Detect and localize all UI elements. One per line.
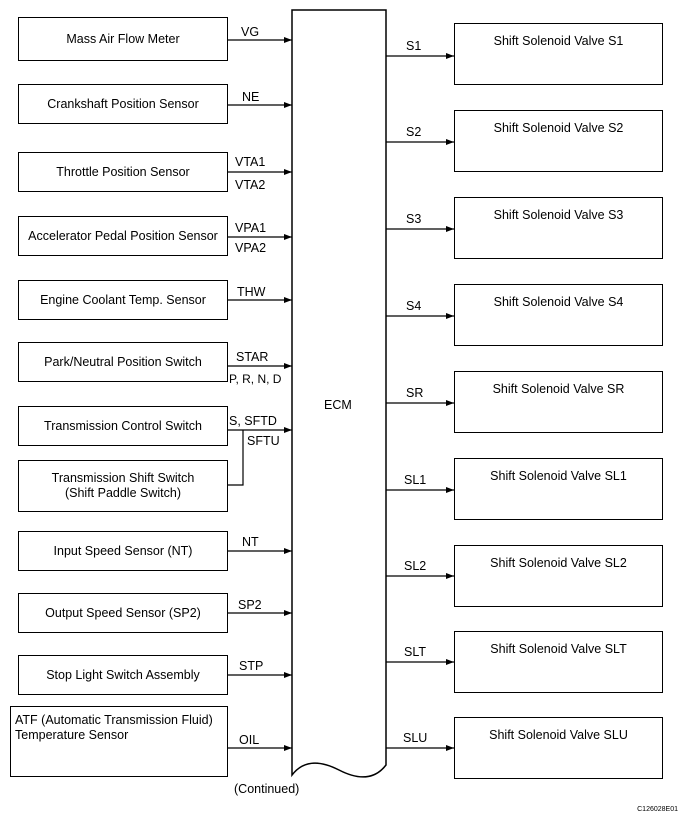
signal-label-nt: NT bbox=[242, 535, 259, 549]
signal-label-sr: SR bbox=[406, 386, 424, 400]
output-box-shift-solenoid-sr: Shift Solenoid Valve SR bbox=[454, 371, 663, 433]
input-box-mass-air-flow-meter: Mass Air Flow Meter bbox=[18, 17, 228, 61]
input-box-throttle-position-sensor: Throttle Position Sensor bbox=[18, 152, 228, 192]
input-box-crankshaft-position-sensor: Crankshaft Position Sensor bbox=[18, 84, 228, 124]
figure-code: C126028E01 bbox=[637, 806, 678, 813]
signal-label-vg: VG bbox=[241, 25, 260, 39]
signal-label-sp2: SP2 bbox=[238, 598, 262, 612]
signal-label-vpa2: VPA2 bbox=[235, 241, 267, 255]
signal-label-sl2: SL2 bbox=[404, 559, 427, 573]
signal-label-s1: S1 bbox=[406, 39, 422, 53]
wire-sftu bbox=[228, 430, 244, 486]
signal-label-s-sftd: S, SFTD bbox=[229, 414, 277, 428]
ecm-block-outline bbox=[291, 9, 387, 778]
output-box-shift-solenoid-slu: Shift Solenoid Valve SLU bbox=[454, 717, 663, 779]
signal-label-ne: NE bbox=[242, 90, 260, 104]
output-box-shift-solenoid-s3: Shift Solenoid Valve S3 bbox=[454, 197, 663, 259]
input-box-engine-coolant-temp-sensor: Engine Coolant Temp. Sensor bbox=[18, 280, 228, 320]
input-box-accelerator-pedal-position-sensor: Accelerator Pedal Position Sensor bbox=[18, 216, 228, 256]
output-box-shift-solenoid-sl1: Shift Solenoid Valve SL1 bbox=[454, 458, 663, 520]
signal-label-sftu: SFTU bbox=[247, 434, 280, 448]
input-box-stop-light-switch-assembly: Stop Light Switch Assembly bbox=[18, 655, 228, 695]
output-box-shift-solenoid-s4: Shift Solenoid Valve S4 bbox=[454, 284, 663, 346]
signal-label-slt: SLT bbox=[404, 645, 426, 659]
output-box-shift-solenoid-sl2: Shift Solenoid Valve SL2 bbox=[454, 545, 663, 607]
signal-label-s2: S2 bbox=[406, 125, 422, 139]
signal-label-stp: STP bbox=[239, 659, 264, 673]
signal-label-vta2: VTA2 bbox=[235, 178, 266, 192]
signal-label-vta1: VTA1 bbox=[235, 155, 266, 169]
signal-label-sl1: SL1 bbox=[404, 473, 427, 487]
output-box-shift-solenoid-slt: Shift Solenoid Valve SLT bbox=[454, 631, 663, 693]
input-box-transmission-control-switch: Transmission Control Switch bbox=[18, 406, 228, 446]
ecm-label: ECM bbox=[324, 398, 352, 412]
signal-label-thw: THW bbox=[237, 285, 266, 299]
signal-label-s4: S4 bbox=[406, 299, 422, 313]
output-box-shift-solenoid-s1: Shift Solenoid Valve S1 bbox=[454, 23, 663, 85]
input-box-atf-temperature-sensor: ATF (Automatic Transmission Fluid) Tempe… bbox=[10, 706, 228, 777]
signal-label-vpa1: VPA1 bbox=[235, 221, 267, 235]
input-box-input-speed-sensor: Input Speed Sensor (NT) bbox=[18, 531, 228, 571]
signal-label-star: STAR bbox=[236, 350, 269, 364]
input-box-park-neutral-position-switch: Park/Neutral Position Switch bbox=[18, 342, 228, 382]
signal-label-s3: S3 bbox=[406, 212, 422, 226]
input-box-transmission-shift-switch: Transmission Shift Switch (Shift Paddle … bbox=[18, 460, 228, 512]
continued-caption: (Continued) bbox=[234, 782, 300, 796]
output-box-shift-solenoid-s2: Shift Solenoid Valve S2 bbox=[454, 110, 663, 172]
signal-label-prnd: P, R, N, D bbox=[229, 372, 282, 386]
signal-label-slu: SLU bbox=[403, 731, 428, 745]
input-box-output-speed-sensor: Output Speed Sensor (SP2) bbox=[18, 593, 228, 633]
signal-label-oil: OIL bbox=[239, 733, 260, 747]
